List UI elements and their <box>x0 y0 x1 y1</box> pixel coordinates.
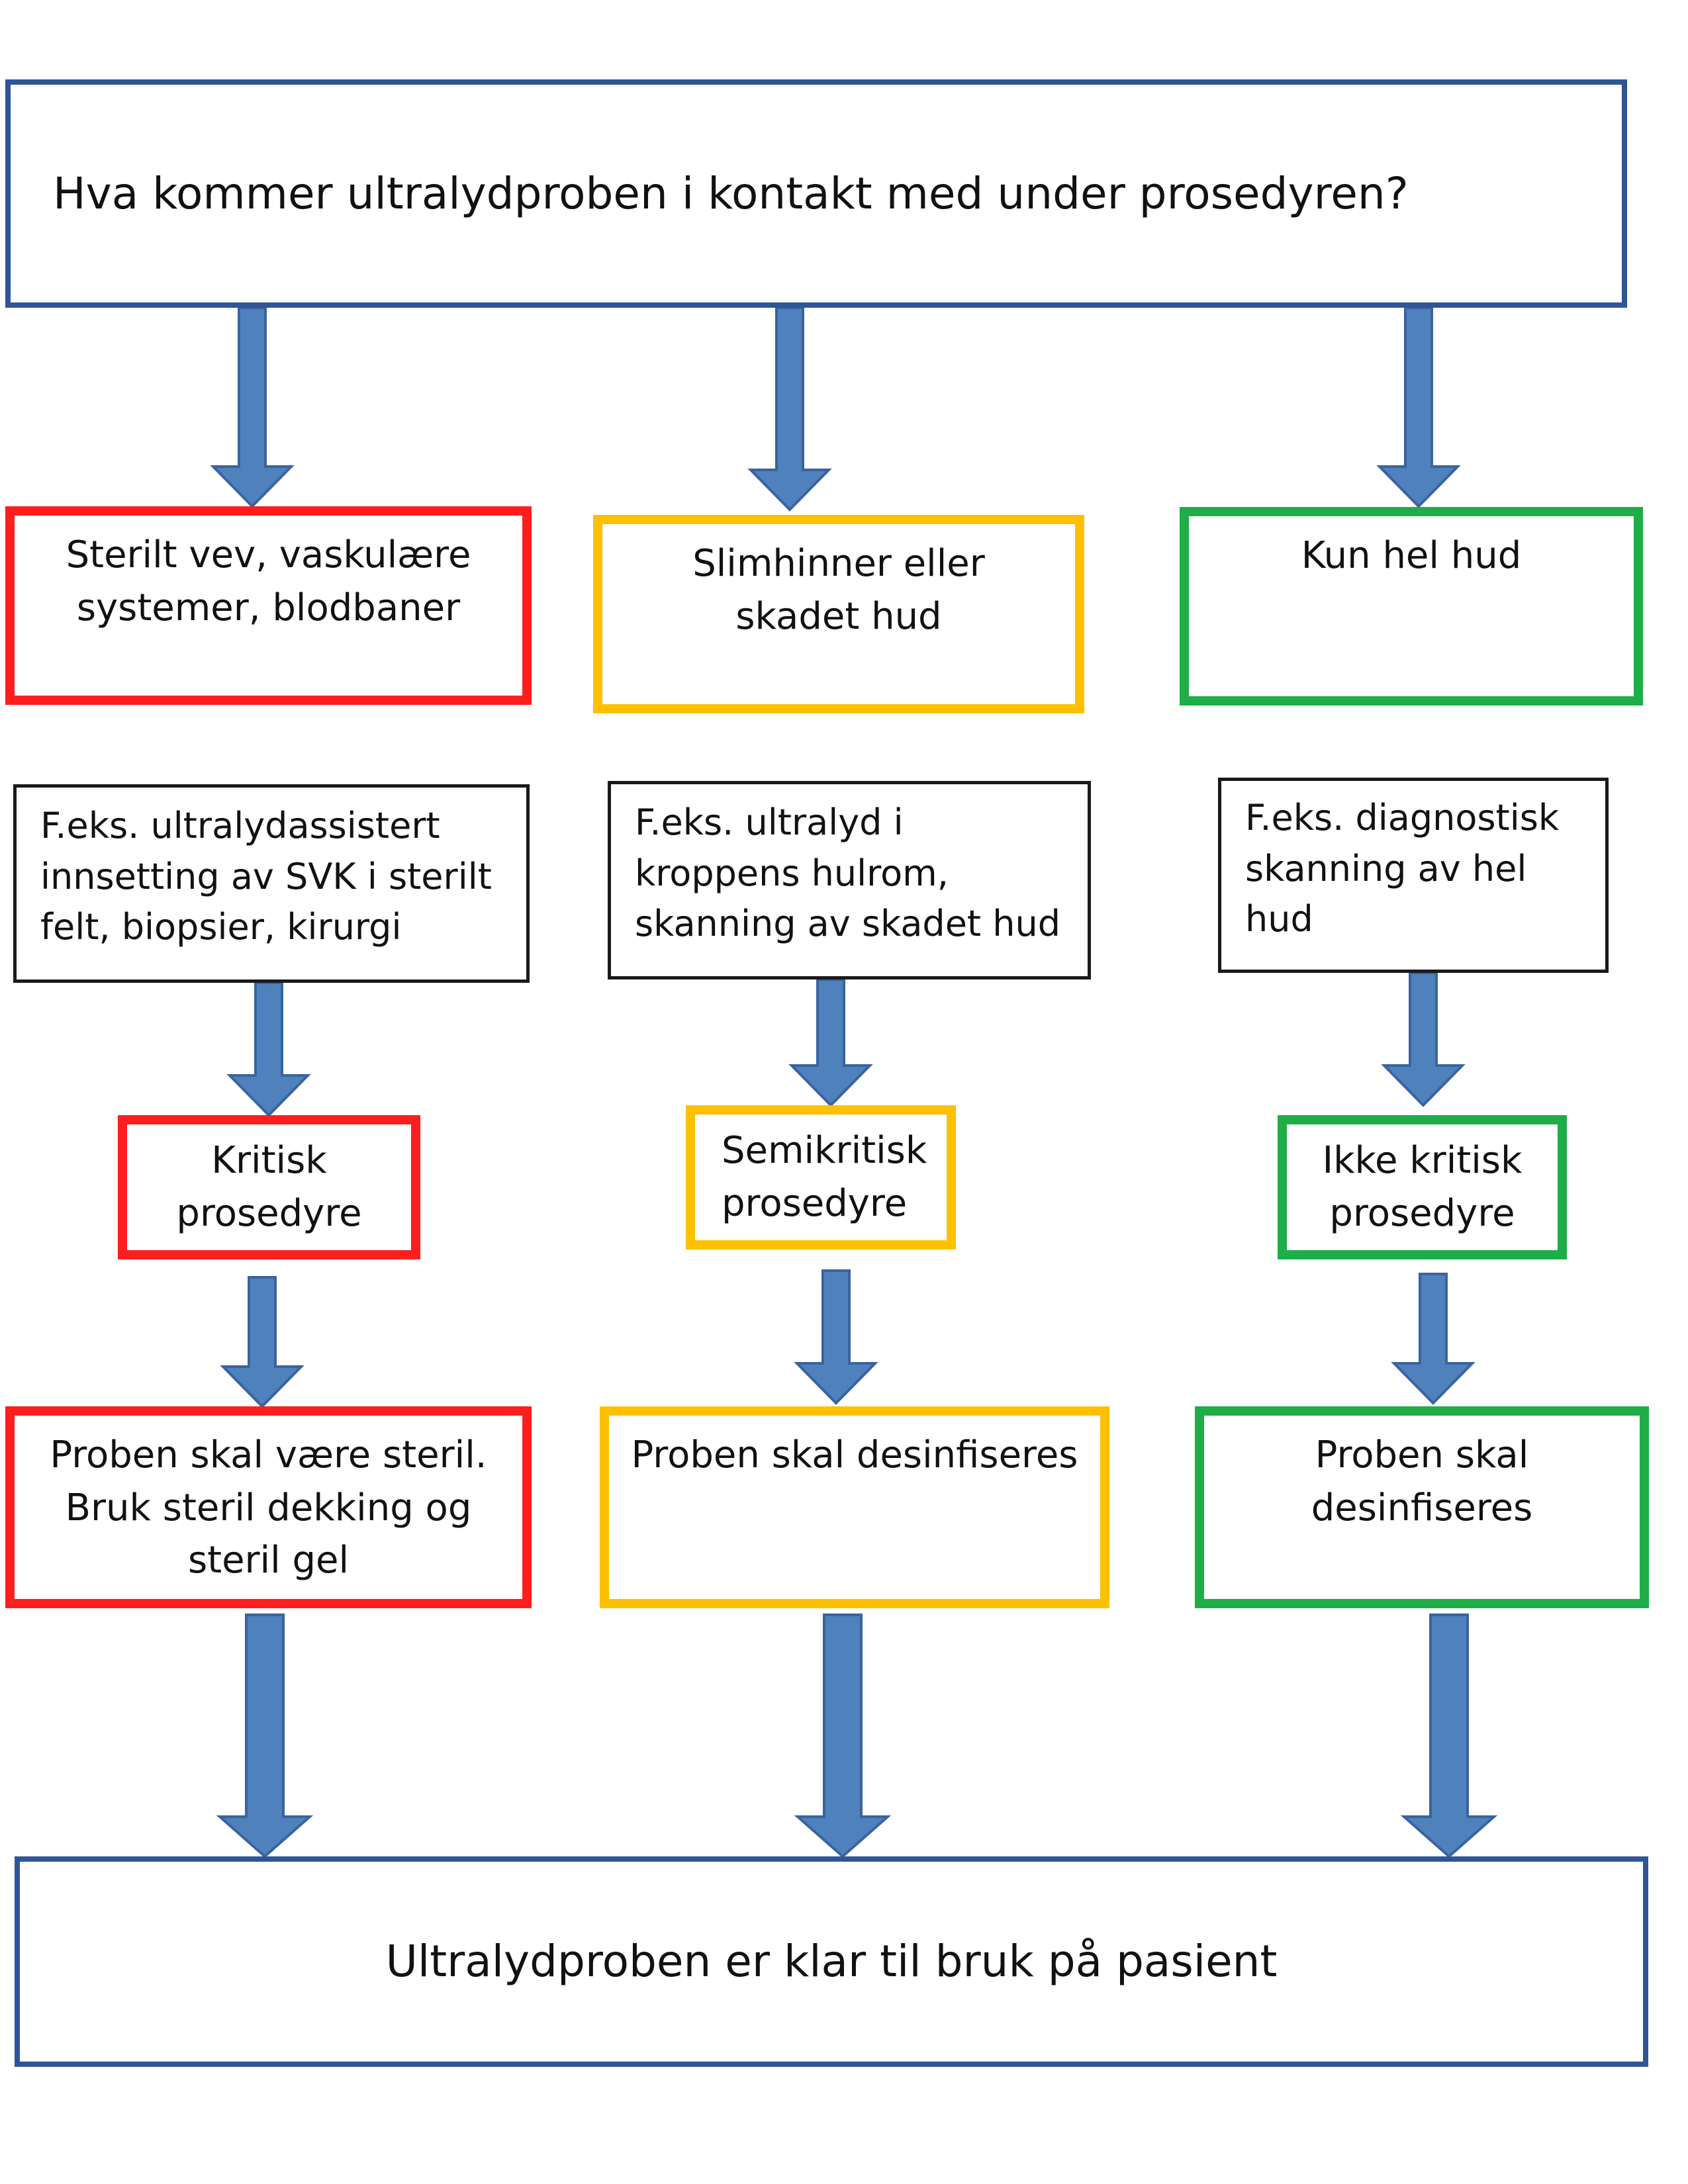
procedure-text: Ikke kritisk prosedyre <box>1322 1139 1523 1235</box>
action-box-disinfect: Proben skal desinfiseres <box>600 1406 1109 1608</box>
arrow-down-icon <box>220 1276 305 1408</box>
arrow-down-icon <box>1391 1273 1476 1405</box>
result-box: Ultralydproben er klar til bruk på pasie… <box>15 1856 1648 2067</box>
action-text: Proben skal desinfiseres <box>631 1433 1078 1477</box>
procedure-text: Kritisk prosedyre <box>176 1139 362 1235</box>
category-box-sterile: Sterilt vev, vaskulære systemer, blodban… <box>5 506 532 705</box>
action-box-sterile: Proben skal være steril. Bruk steril dek… <box>5 1406 532 1608</box>
procedure-text: Semikritisk prosedyre <box>722 1129 927 1225</box>
arrow-down-icon <box>1381 972 1466 1107</box>
category-text: Kun hel hud <box>1301 534 1522 577</box>
arrow-down-icon <box>747 306 832 512</box>
example-text: F.eks. ultralyd i kroppens hulrom, skann… <box>635 801 1060 945</box>
example-text: F.eks. diagnostisk skanning av hel hud <box>1245 797 1560 940</box>
result-text: Ultralydproben er klar til bruk på pasie… <box>385 1936 1278 1987</box>
arrow-down-icon <box>210 306 295 508</box>
action-box-disinfect-skin: Proben skal desinfiseres <box>1195 1406 1649 1608</box>
example-box-intact-skin: F.eks. diagnostisk skanning av hel hud <box>1218 778 1609 973</box>
procedure-box-semicritical: Semikritisk prosedyre <box>686 1105 956 1250</box>
procedure-box-noncritical: Ikke kritisk prosedyre <box>1278 1115 1567 1259</box>
example-box-mucous: F.eks. ultralyd i kroppens hulrom, skann… <box>608 781 1091 979</box>
category-box-intact-skin: Kun hel hud <box>1180 507 1643 705</box>
procedure-box-critical: Kritisk prosedyre <box>118 1115 420 1259</box>
arrow-down-icon <box>216 1614 314 1858</box>
arrow-down-icon <box>1376 306 1461 508</box>
arrow-down-icon <box>794 1614 892 1858</box>
arrow-down-icon <box>1400 1614 1498 1858</box>
arrow-down-icon <box>226 981 311 1117</box>
action-text: Proben skal være steril. Bruk steril dek… <box>50 1433 487 1582</box>
category-text: Slimhinner eller skadet hud <box>692 542 985 638</box>
category-text: Sterilt vev, vaskulære systemer, blodban… <box>66 533 471 629</box>
category-box-mucous: Slimhinner eller skadet hud <box>593 515 1084 713</box>
action-text: Proben skal desinfiseres <box>1311 1433 1533 1529</box>
question-box: Hva kommer ultralydproben i kontakt med … <box>5 79 1627 308</box>
example-box-sterile: F.eks. ultralydassistert innsetting av S… <box>13 784 530 983</box>
arrow-down-icon <box>788 978 873 1107</box>
question-text: Hva kommer ultralydproben i kontakt med … <box>53 167 1409 219</box>
example-text: F.eks. ultralydassistert innsetting av S… <box>40 805 492 948</box>
arrow-down-icon <box>794 1269 878 1405</box>
